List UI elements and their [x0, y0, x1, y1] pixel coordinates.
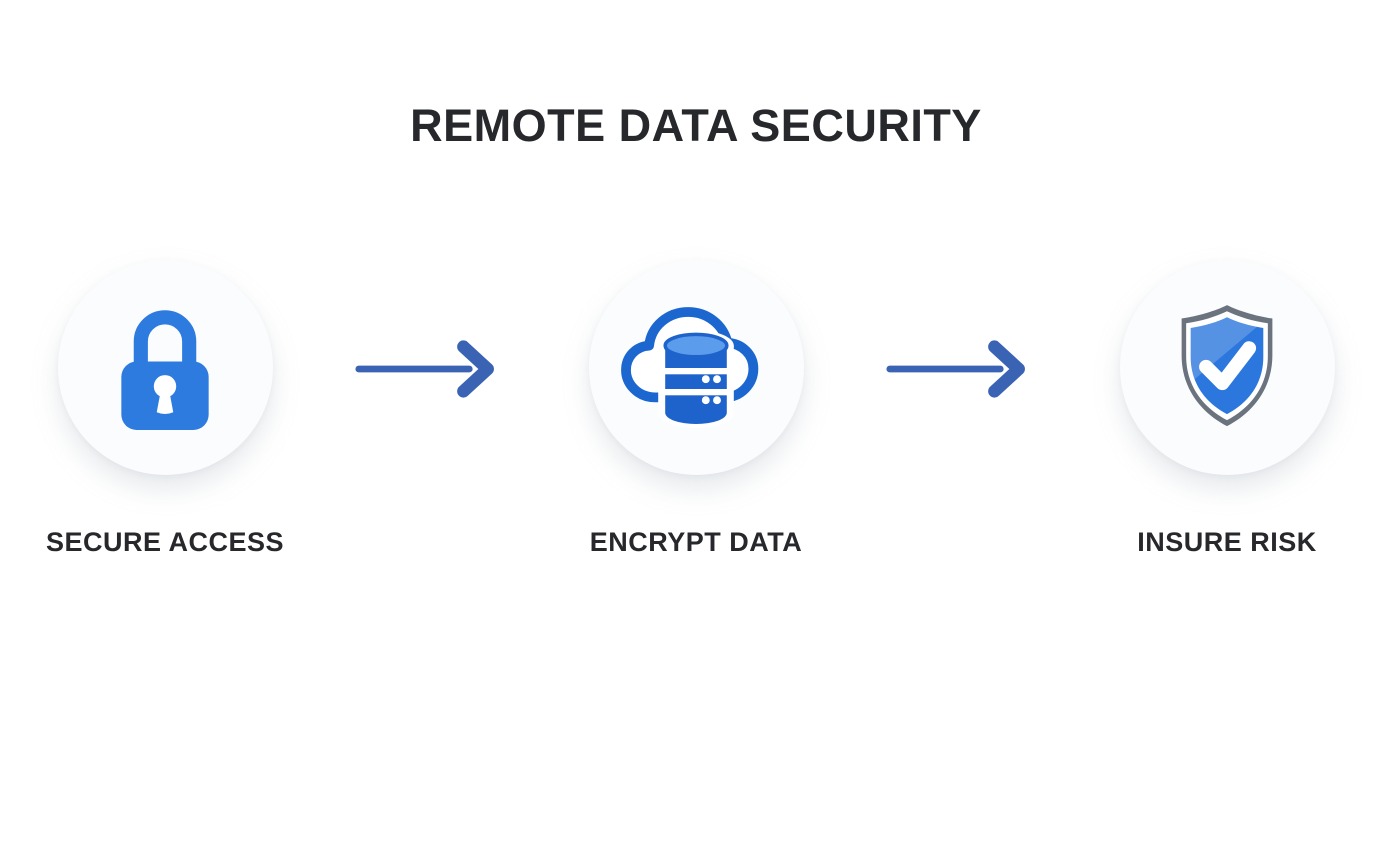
- right-arrow-icon: [353, 330, 508, 408]
- right-arrow-icon: [884, 330, 1039, 408]
- step-label-encrypt-data: ENCRYPT DATA: [589, 527, 803, 557]
- shield-check-icon: [1163, 293, 1291, 443]
- cloud-database-icon-circle: [588, 260, 804, 475]
- shield-check-icon-circle: [1119, 260, 1335, 475]
- step-label-secure-access: SECURE ACCESS: [45, 527, 285, 557]
- step-encrypt-data: ENCRYPT DATA: [536, 260, 856, 558]
- cloud-database-icon: [612, 292, 780, 444]
- step-secure-access: SECURE ACCESS: [5, 260, 325, 558]
- step-insure-risk: INSURE RISK: [1067, 260, 1387, 558]
- lock-icon: [106, 294, 224, 442]
- process-flow: SECURE ACCESS: [0, 260, 1392, 558]
- lock-icon-circle: [57, 260, 273, 475]
- step-label-insure-risk: INSURE RISK: [1137, 527, 1317, 557]
- page-title: REMOTE DATA SECURITY: [410, 100, 982, 151]
